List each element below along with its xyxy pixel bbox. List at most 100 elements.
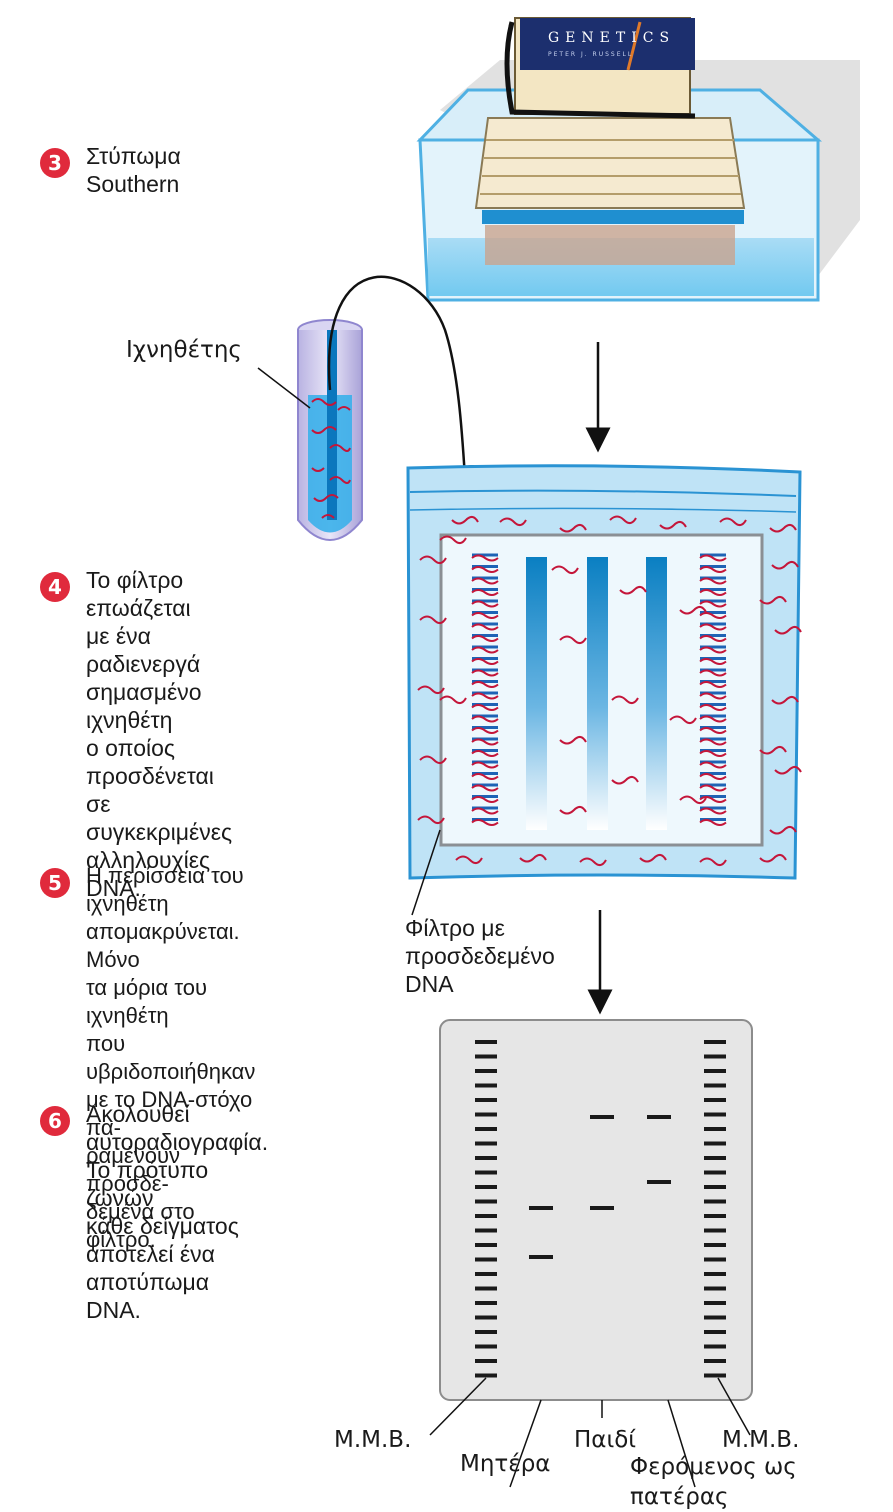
bound-probe [471,692,499,700]
bound-probe [699,623,727,631]
bound-probe [699,612,727,619]
free-probe [771,696,799,705]
bound-probe [471,784,499,792]
bound-probe [471,715,499,723]
bound-probe [699,589,727,596]
bound-probe [471,600,499,608]
free-probe [759,854,787,863]
free-probe [759,596,787,605]
lane-label-father: Φερόμενος ως πατέρας [630,1454,797,1510]
free-probe [559,736,587,745]
bound-probe [471,658,499,665]
free-probe [769,524,797,533]
free-probe [559,635,587,644]
book-title: GENETICS [548,30,675,46]
sample-lane [646,557,667,830]
bound-probe [471,554,499,562]
bound-probe [699,658,727,665]
bound-probe [699,807,727,815]
bound-probe [471,681,499,688]
bound-probe [471,589,499,596]
step-number-badge: 6 [40,1106,70,1136]
free-probe [679,606,707,615]
bound-probe [471,807,499,815]
free-probe [774,766,802,775]
free-probe [719,517,747,526]
bound-probe [471,577,499,585]
bound-probe [699,773,727,780]
step-5-text: Η περίσσεια του ιχνηθέτη απομακρύνεται. … [86,863,256,1252]
sample-lane [526,557,547,830]
probe-fragments-in-tube [311,398,351,519]
filter-leader-line [411,829,441,916]
bound-probe [471,738,499,746]
free-probe [419,555,447,564]
bound-probe [699,681,727,688]
bound-probe [471,635,499,642]
bound-probe [471,750,499,757]
free-probe [551,565,579,574]
lane-label-mother: Μητέρα [460,1451,551,1477]
bound-probe [699,715,727,723]
free-probe [519,854,547,863]
free-probe [451,516,479,525]
filter-ladders [471,553,727,826]
lane-label-mmb-left: Μ.Μ.Β. [334,1427,412,1453]
autoradiograph-film-icon [439,1019,753,1401]
bound-probe [699,704,727,711]
free-probe [417,685,445,694]
probe-transfer-arrow [327,275,477,491]
bound-probe [471,773,499,780]
filter-label: Φίλτρο με προσδεδεμένο DNA [405,915,555,997]
bound-probe [699,669,727,677]
free-probe [771,561,799,570]
bound-probe [471,727,499,734]
free-probe [611,776,639,785]
step-number-badge: 5 [40,868,70,898]
bound-probe [699,761,727,769]
bound-probe [471,669,499,677]
free-probe [769,826,797,835]
bound-probe [699,784,727,792]
bound-probe [699,692,727,700]
bound-probe [699,750,727,757]
free-probe-fragments [417,515,802,866]
bound-probe [471,623,499,631]
probe-leader-line [257,367,311,409]
free-probe [774,626,802,635]
free-probe [417,815,445,824]
film-bands [475,1040,726,1378]
lane-leader-lines [429,1377,751,1488]
free-probe [659,521,687,530]
bound-probe [471,796,499,803]
step-number-badge: 4 [40,572,70,602]
free-probe [611,695,639,704]
book-icon: GENETICS PETER J. RUSSELL [504,17,696,119]
free-probe [609,515,637,524]
bound-probe [699,646,727,654]
bound-probe [471,646,499,654]
sample-lane [587,557,608,830]
bound-probe [471,612,499,619]
free-probe [619,586,647,595]
free-probe [499,517,527,526]
bound-probe [699,554,727,562]
free-probe [759,746,787,755]
bound-probe [699,600,727,608]
free-probe [419,615,447,624]
filter-membrane-icon [406,464,802,880]
bound-probe [699,796,727,803]
free-probe [419,755,447,764]
step-4-text: Το φίλτρο επωάζεται με ένα ραδιενεργά ση… [86,567,233,901]
paper-stack [474,117,746,209]
step-6-text: Ακολουθεί αυτοραδιογραφία. Το πρότυπο ζω… [86,1101,269,1323]
bound-probe [699,819,727,826]
step-3-text: Στύπωμα Southern [86,143,181,197]
free-probe [439,695,467,704]
lane-label-child: Παιδί [574,1427,637,1453]
bound-probe [699,738,727,746]
free-probe [699,857,727,866]
bound-probe [471,704,499,711]
free-probe [559,806,587,815]
